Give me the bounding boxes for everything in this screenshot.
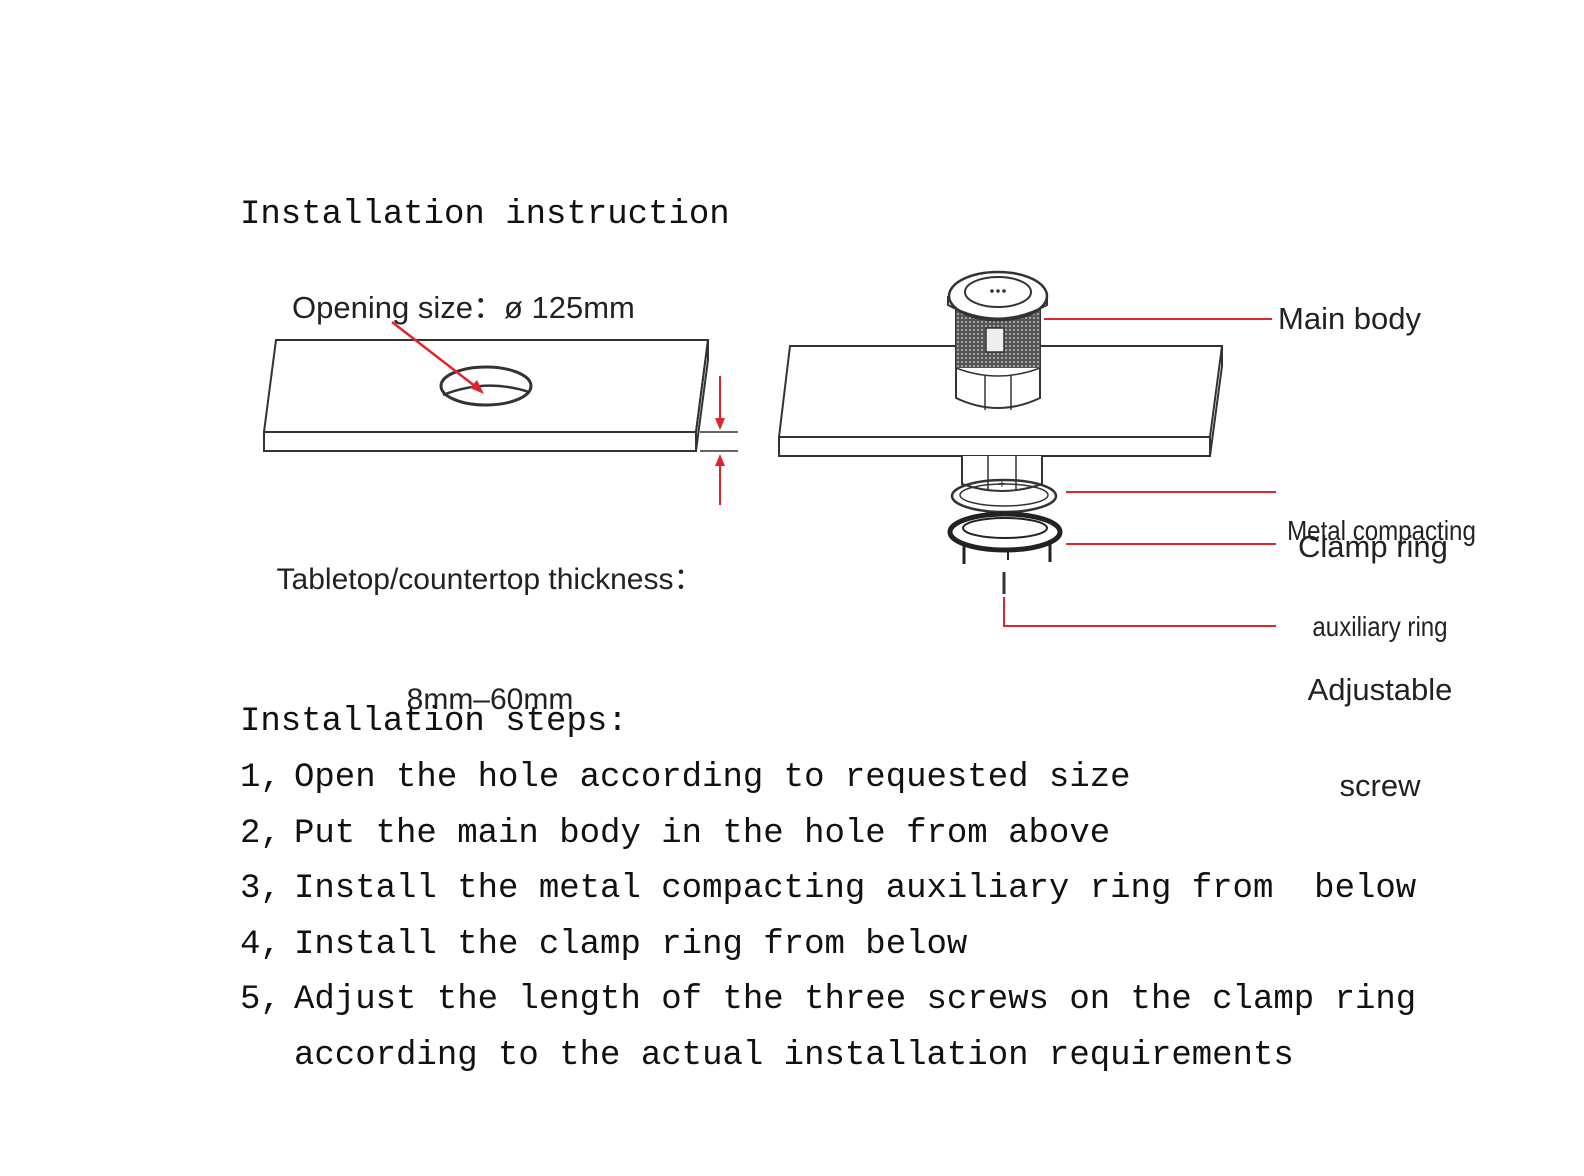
adjustable-screw-label-line2: screw [1339, 768, 1421, 803]
step-item: 1, Open the hole according to requested s… [240, 759, 1131, 797]
step-item: 2, Put the main body in the hole from abo… [240, 815, 1110, 853]
main-body-label: Main body [1278, 301, 1422, 336]
step-item: 4, Install the clamp ring from below [240, 926, 967, 964]
step-text: Put the main body in the hole from above [294, 815, 1111, 853]
step-number: 5, [240, 981, 281, 1019]
steps-title: Installation steps: [240, 703, 628, 741]
opening-size-label: Opening size：ø 125mm [292, 290, 635, 325]
adjustable-screw-label: Adjustable screw [1280, 610, 1480, 834]
step-text: Install the clamp ring from below [294, 926, 968, 964]
step-number: 1, [240, 759, 281, 797]
arrow-up-icon [715, 454, 725, 505]
thickness-label-line2: 8mm–60mm [406, 683, 574, 716]
thickness-dimension [700, 431, 738, 452]
metal-ring-label: Metal compacting auxiliary ring [1287, 451, 1476, 675]
tabletop-hole-icon [262, 339, 710, 452]
screw-leader [1003, 597, 1276, 627]
step-text: Adjust the length of the three screws on… [294, 981, 1417, 1019]
step-number: 2, [240, 815, 281, 853]
clamp-ring-label: Clamp ring [1298, 529, 1448, 564]
thickness-label: Tabletop/countertop thickness： 8mm–60mm [250, 480, 730, 760]
thickness-label-line1: Tabletop/countertop thickness： [276, 563, 704, 596]
step-item: 3, Install the metal compacting auxiliary… [240, 870, 1416, 908]
page-title: Installation instruction [240, 196, 730, 234]
svg-text:+: + [998, 475, 1006, 491]
clamp-ring-icon [947, 511, 1063, 564]
adjustable-screw-label-line1: Adjustable [1307, 672, 1453, 707]
step-number: 4, [240, 926, 281, 964]
step-number: 3, [240, 870, 281, 908]
step-continuation: according to the actual installation req… [294, 1037, 1294, 1075]
socket-main-body-icon [947, 270, 1049, 410]
step-text: Install the metal compacting auxiliary r… [294, 870, 1417, 908]
metal-ring-label-line2: auxiliary ring [1312, 611, 1448, 642]
leader-lines [1003, 318, 1276, 627]
arrow-down-icon [715, 376, 725, 430]
opening-pointer-line [391, 321, 484, 394]
step-item: 5, Adjust the length of the three screws … [240, 981, 1416, 1019]
metal-ring-label-line1: Metal compacting [1287, 515, 1476, 546]
step-text: Open the hole according to requested siz… [294, 759, 1131, 797]
